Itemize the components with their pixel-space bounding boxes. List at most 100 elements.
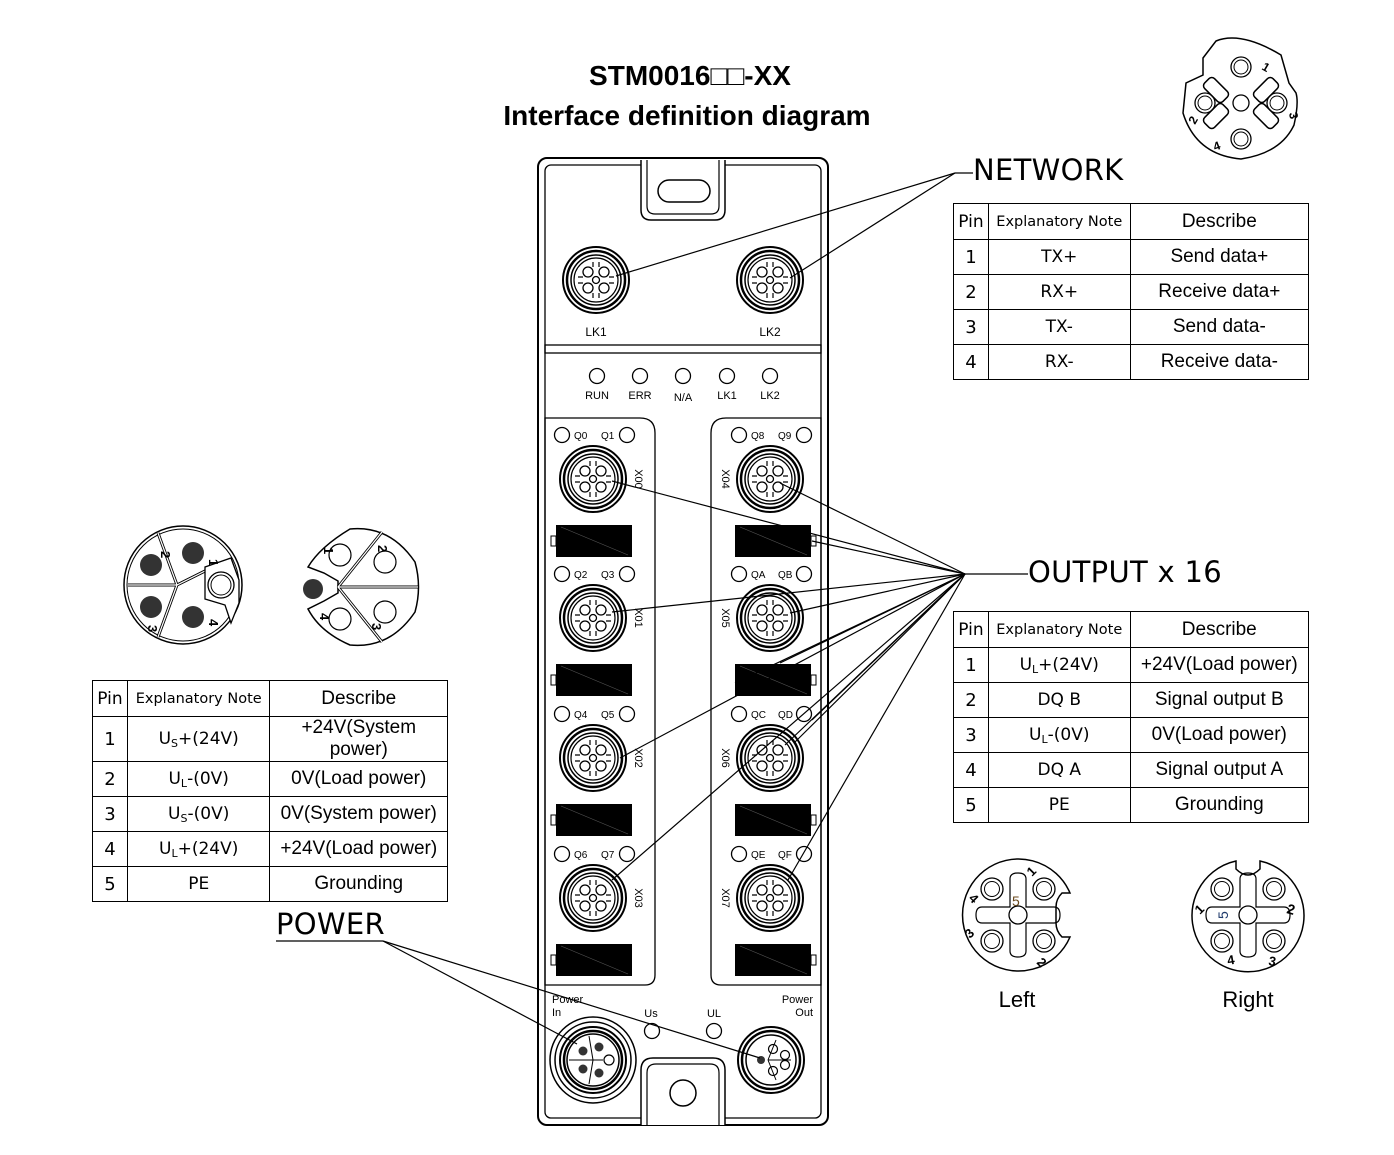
output-header-describe: Describe bbox=[1129, 611, 1310, 648]
output-left-pin-5: 5 bbox=[1012, 893, 1020, 909]
power-label: POWER bbox=[276, 907, 385, 941]
power-pin-note: UL-(0V) bbox=[126, 761, 271, 797]
status-led-row bbox=[588, 367, 779, 385]
led-label-run: RUN bbox=[585, 390, 609, 402]
output-header-note: Explanatory Note bbox=[987, 611, 1131, 648]
power-male-pin-3: 3 bbox=[145, 625, 160, 632]
output-led bbox=[795, 845, 813, 863]
output-led bbox=[730, 705, 748, 723]
power-header-pin: Pin bbox=[92, 680, 128, 717]
power-male-pin-2: 2 bbox=[158, 551, 173, 558]
output-led-label: Q5 bbox=[601, 710, 615, 721]
output-port-label: X00 bbox=[632, 469, 644, 489]
output-led bbox=[553, 426, 571, 444]
network-port-label-lk1: LK1 bbox=[585, 325, 607, 339]
output-led-label: QD bbox=[778, 710, 793, 721]
power-header-note: Explanatory Note bbox=[126, 680, 271, 717]
power-in-label-2: In bbox=[552, 1007, 561, 1019]
output-pin-describe: +24V(Load power) bbox=[1129, 647, 1310, 683]
output-pin-describe: Grounding bbox=[1129, 787, 1310, 823]
output-led-label: Q0 bbox=[574, 431, 588, 442]
power-female-pin-4: 4 bbox=[317, 613, 332, 621]
power-pin-describe: 0V(Load power) bbox=[269, 761, 448, 797]
output-right-pin-5: 5 bbox=[1215, 911, 1231, 919]
output-led-label: Q7 bbox=[601, 850, 615, 861]
output-port-label: X01 bbox=[632, 608, 644, 628]
output-pin-note: PE bbox=[987, 787, 1131, 823]
output-right-pin-3: 3 bbox=[1267, 953, 1277, 969]
output-connector-face-left: 1 2 3 4 5 bbox=[962, 858, 1072, 972]
output-connector-face-right: 1 2 3 4 5 bbox=[1191, 860, 1305, 973]
output-pin-describe: 0V(Load power) bbox=[1129, 717, 1310, 753]
output-led bbox=[553, 705, 571, 723]
label-plate bbox=[734, 943, 812, 977]
power-connector-face-female: 1 2 3 4 bbox=[303, 527, 420, 647]
output-pin-note: DQ A bbox=[987, 752, 1131, 788]
output-led bbox=[553, 845, 571, 863]
output-face-right-label: Right bbox=[1222, 987, 1273, 1012]
label-plate bbox=[555, 524, 633, 558]
output-led-label: Q8 bbox=[751, 431, 765, 442]
output-led bbox=[553, 565, 571, 583]
network-pin-label-4: 4 bbox=[1211, 138, 1222, 154]
led-label-us: Us bbox=[644, 1008, 658, 1020]
output-right-pin-4: 4 bbox=[1226, 952, 1236, 968]
label-plate bbox=[734, 524, 812, 558]
output-port-label: X02 bbox=[632, 748, 644, 768]
output-pin-number: 5 bbox=[953, 787, 989, 823]
output-pin-describe: Signal output A bbox=[1129, 752, 1310, 788]
output-led-label: QB bbox=[778, 570, 793, 581]
power-pin-note: US+(24V) bbox=[126, 716, 271, 762]
output-port-label: X06 bbox=[719, 748, 731, 768]
output-pin-note: UL+(24V) bbox=[987, 647, 1131, 683]
power-pin-describe: +24V(System power) bbox=[269, 716, 448, 762]
output-led bbox=[618, 426, 636, 444]
power-female-pin-1: 1 bbox=[321, 547, 336, 554]
output-port-label: X07 bbox=[719, 888, 731, 908]
power-pin-number: 1 bbox=[92, 716, 128, 762]
power-male-pin-1: 1 bbox=[206, 559, 221, 566]
network-port-label-lk2: LK2 bbox=[759, 325, 781, 339]
output-led bbox=[795, 426, 813, 444]
output-led-label: Q6 bbox=[574, 850, 588, 861]
led-label-ul: UL bbox=[707, 1008, 721, 1020]
network-label: NETWORK bbox=[973, 153, 1124, 187]
output-callout bbox=[611, 480, 1028, 881]
output-pin-describe: Signal output B bbox=[1129, 682, 1310, 718]
output-led-label: QA bbox=[751, 570, 766, 581]
power-callout bbox=[276, 940, 761, 1059]
label-plate bbox=[555, 943, 633, 977]
power-pin-note: UL+(24V) bbox=[126, 831, 271, 867]
network-header-describe: Describe bbox=[1129, 203, 1310, 240]
output-led bbox=[618, 565, 636, 583]
output-led-label: Q4 bbox=[574, 710, 588, 721]
output-led-label: QE bbox=[751, 850, 766, 861]
network-connector-face: 1 2 3 4 bbox=[1182, 37, 1301, 160]
output-pin-number: 4 bbox=[953, 752, 989, 788]
output-led-label: QF bbox=[778, 850, 792, 861]
mount-hole-top bbox=[657, 179, 711, 203]
power-out-label-2: Out bbox=[795, 1007, 813, 1019]
power-pin-describe: +24V(Load power) bbox=[269, 831, 448, 867]
output-port-label: X03 bbox=[632, 888, 644, 908]
power-pin-describe: 0V(System power) bbox=[269, 796, 448, 832]
mount-hole-bottom bbox=[669, 1079, 697, 1107]
power-in-connector bbox=[549, 1016, 637, 1104]
output-led-label: Q3 bbox=[601, 570, 615, 581]
output-pin-note: UL-(0V) bbox=[987, 717, 1131, 753]
